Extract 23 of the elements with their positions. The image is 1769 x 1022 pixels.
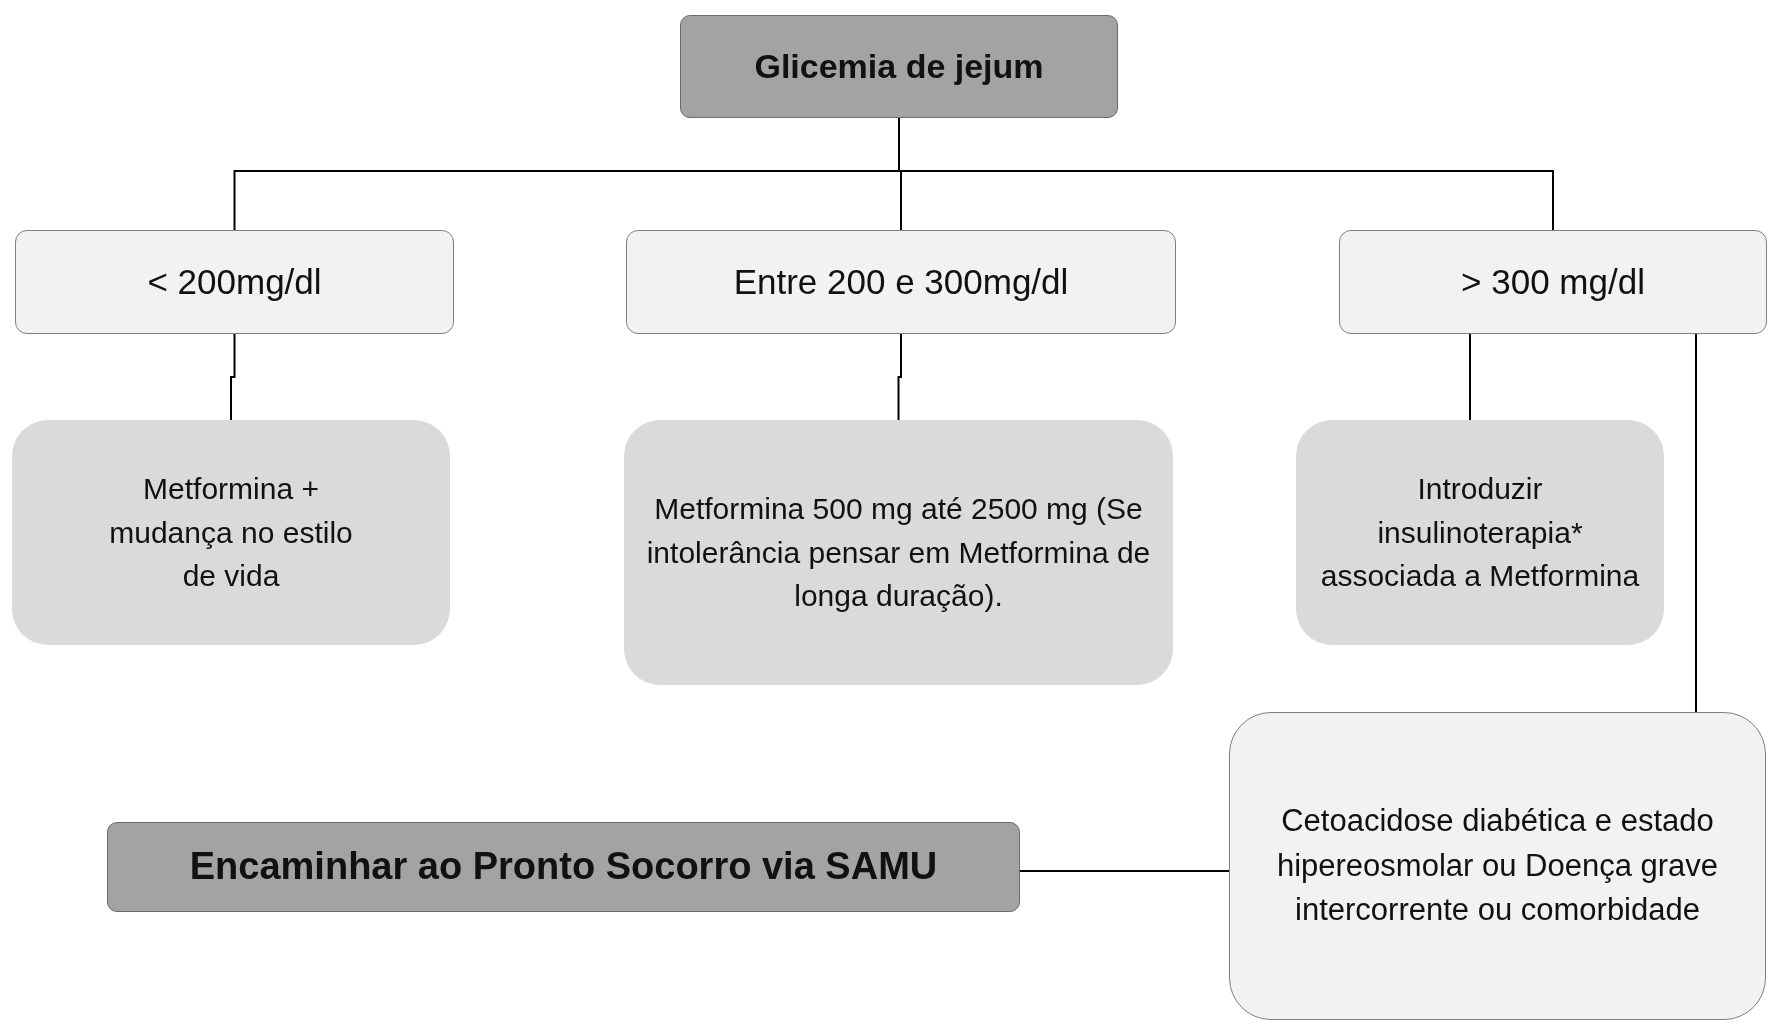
node-text: Introduzir insulinoterapia* associada a Metformina bbox=[1319, 471, 1641, 595]
treatment-box bbox=[12, 420, 450, 645]
treatment-box bbox=[1296, 420, 1664, 645]
condition-box bbox=[1339, 230, 1767, 334]
node-text: Metformina 500 mg até 2500 mg (Se intolerância pensar em Metformina de longa duração). bbox=[645, 491, 1152, 615]
node-text: Cetoacidose diabética e estado hipereosmolar ou Doença grave intercorrente ou comorbidade bbox=[1275, 801, 1720, 930]
node-text: Glicemia de jejum bbox=[754, 45, 1044, 87]
node-text: Encaminhar ao Pronto Socorro via SAMU bbox=[189, 844, 938, 890]
node-text: Metformina + mudança no estilo de vida bbox=[108, 471, 354, 595]
connector-line bbox=[897, 333, 902, 421]
treatment-box bbox=[624, 420, 1173, 685]
node-text: > 300 mg/dl bbox=[1461, 260, 1645, 303]
condition-box bbox=[626, 230, 1176, 334]
connector-line bbox=[1019, 870, 1230, 872]
connector-line bbox=[1469, 333, 1471, 421]
node-text: < 200mg/dl bbox=[147, 260, 322, 303]
condition-box bbox=[15, 230, 454, 334]
connector-line bbox=[230, 333, 236, 421]
header-box bbox=[107, 822, 1020, 912]
header-box bbox=[680, 15, 1118, 118]
node-text: Entre 200 e 300mg/dl bbox=[733, 260, 1069, 303]
condition-box bbox=[1229, 712, 1766, 1020]
connector-line bbox=[1695, 333, 1697, 713]
